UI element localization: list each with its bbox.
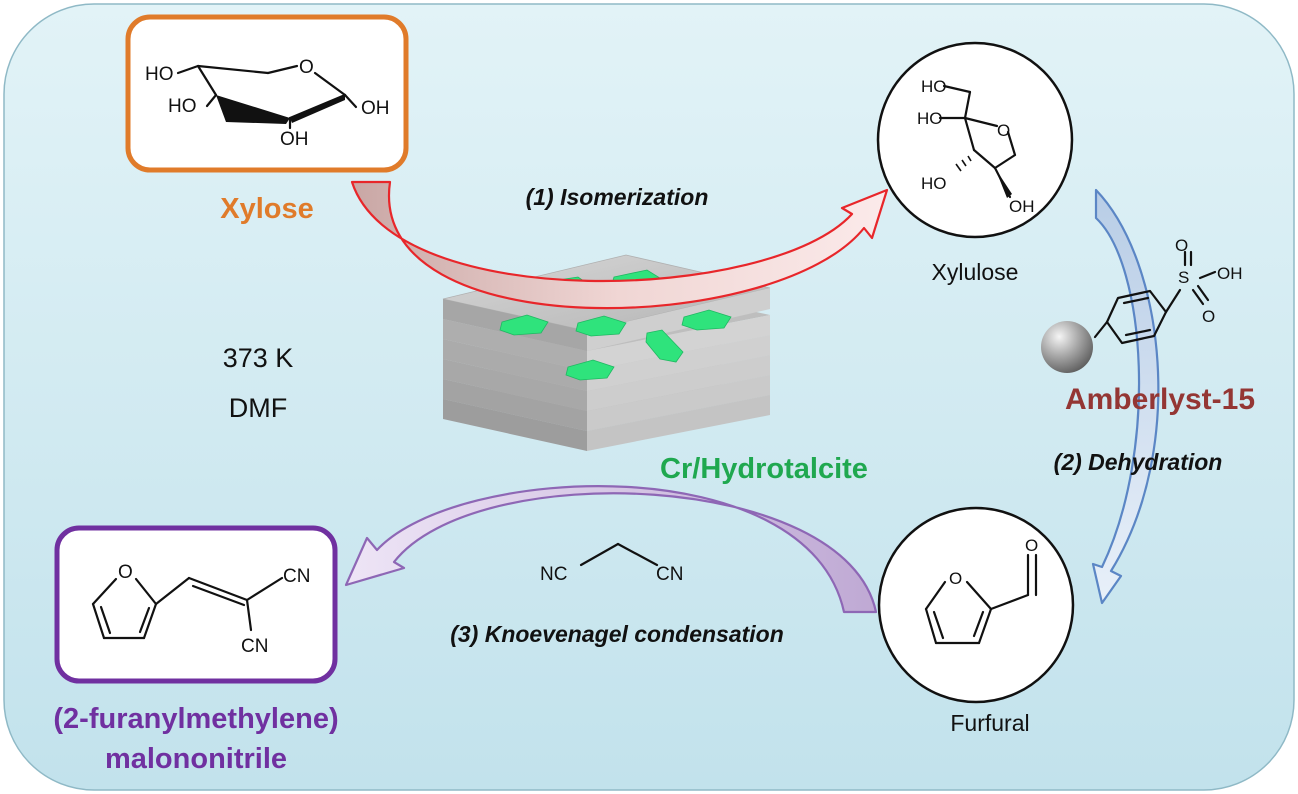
product-label-line2: malononitrile [105,743,287,775]
xylulose-label: Xylulose [932,259,1019,285]
amberlyst-atom-o1: O [1175,236,1188,255]
xylose-atom-oh2: OH [280,129,309,150]
xylulose-atom-ho1: HO [921,77,947,96]
product-label-line1: (2-furanylmethylene) [53,703,338,735]
isomerization-arrow [350,180,889,310]
xylose-atom-oh1: OH [361,98,390,119]
step-dehydration-label: (2) Dehydration [1054,449,1223,475]
catalyst-label: Cr/Hydrotalcite [660,453,868,485]
condensation-arrow [344,485,878,614]
amberlyst-label: Amberlyst-15 [1065,383,1255,416]
product-atom-cn2: CN [241,636,268,657]
amberlyst-structure: S O O OH [1041,236,1243,373]
furfural-atom-carbonyl-o: O [1025,536,1038,555]
product-atom-ring-o: O [118,562,133,583]
step-isomerization-label: (1) Isomerization [526,184,709,210]
amberlyst-atom-o2: O [1202,307,1215,326]
furfural-structure-circle: O O [877,506,1075,704]
xylulose-atom-ring-o: O [997,121,1010,140]
xylose-structure-box: HO HO OH OH O [125,14,409,173]
malononitrile-atom-cn: CN [656,564,683,585]
furfural-label: Furfural [950,710,1029,736]
product-atom-cn1: CN [283,566,310,587]
xylose-atom-ho2: HO [168,96,197,117]
amberlyst-atom-s: S [1178,268,1189,287]
xylose-atom-ring-o: O [299,57,314,78]
xylulose-structure-circle: HO HO HO OH O [876,41,1074,239]
xylulose-atom-ho2: HO [917,109,943,128]
step-condensation-label: (3) Knoevenagel condensation [450,621,784,647]
malononitrile-structure: NC CN [540,542,683,585]
condition-temperature: 373 K [223,343,294,373]
furfural-atom-ring-o: O [949,569,962,588]
xylose-atom-ho1: HO [145,64,174,85]
xylulose-atom-ho3: HO [921,174,947,193]
amberlyst-atom-oh: OH [1217,264,1243,283]
product-structure-box: O CN CN [54,525,338,684]
malononitrile-atom-nc: NC [540,564,567,585]
condition-solvent: DMF [229,393,287,423]
xylulose-atom-oh: OH [1009,197,1035,216]
xylose-label: Xylose [220,193,314,225]
